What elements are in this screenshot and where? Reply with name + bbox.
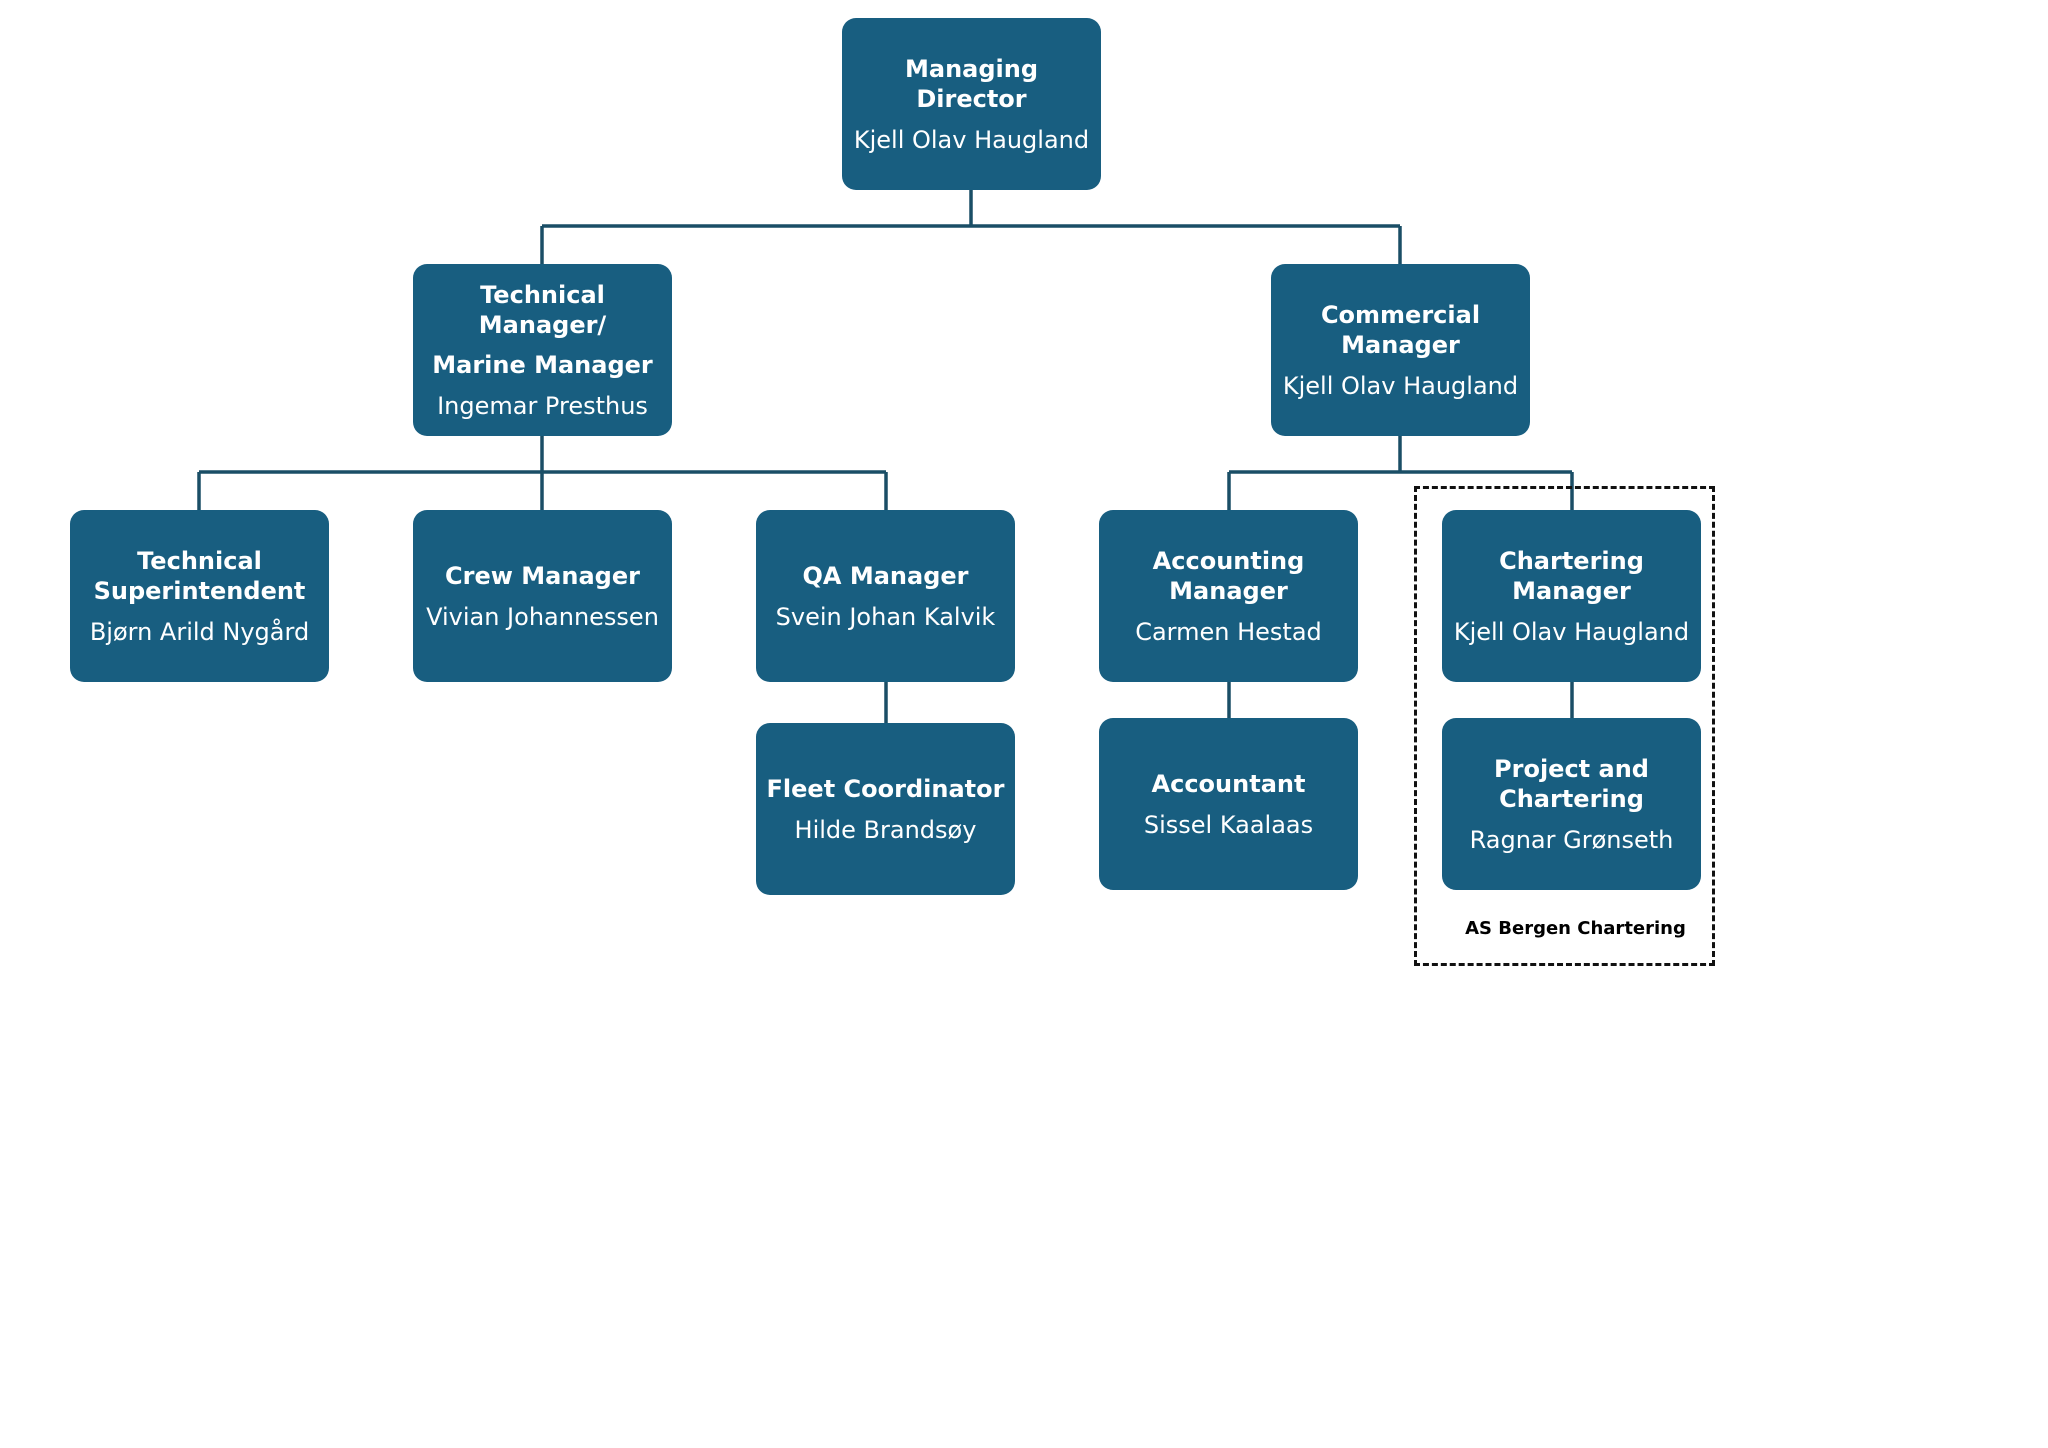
node-fleet-coordinator: Fleet Coordinator Hilde Brandsøy xyxy=(756,723,1015,895)
node-person: Kjell Olav Haugland xyxy=(1453,617,1690,646)
node-managing-director: Managing Director Kjell Olav Haugland xyxy=(842,18,1101,190)
node-title: Crew Manager xyxy=(445,561,640,590)
node-person: Hilde Brandsøy xyxy=(794,815,977,844)
node-title: Accountant xyxy=(1151,769,1306,798)
node-title: QA Manager xyxy=(802,561,969,590)
node-qa-manager: QA Manager Svein Johan Kalvik xyxy=(756,510,1015,682)
node-person: Ingemar Presthus xyxy=(437,391,648,420)
node-person: Ragnar Grønseth xyxy=(1469,825,1674,854)
node-title: Managing Director xyxy=(904,54,1039,113)
node-person: Svein Johan Kalvik xyxy=(775,602,996,631)
node-person: Vivian Johannessen xyxy=(426,602,659,631)
as-bergen-chartering-group xyxy=(1414,486,1715,966)
node-person: Bjørn Arild Nygård xyxy=(89,617,310,646)
node-person: Sissel Kaalaas xyxy=(1143,810,1314,839)
node-person: Kjell Olav Haugland xyxy=(1282,371,1519,400)
node-title: Fleet Coordinator xyxy=(766,774,1005,803)
node-person: Carmen Hestad xyxy=(1135,617,1322,646)
node-person: Kjell Olav Haugland xyxy=(853,125,1090,154)
node-crew-manager: Crew Manager Vivian Johannessen xyxy=(413,510,672,682)
node-accountant: Accountant Sissel Kaalaas xyxy=(1099,718,1358,890)
group-label: AS Bergen Chartering xyxy=(1465,918,1686,939)
